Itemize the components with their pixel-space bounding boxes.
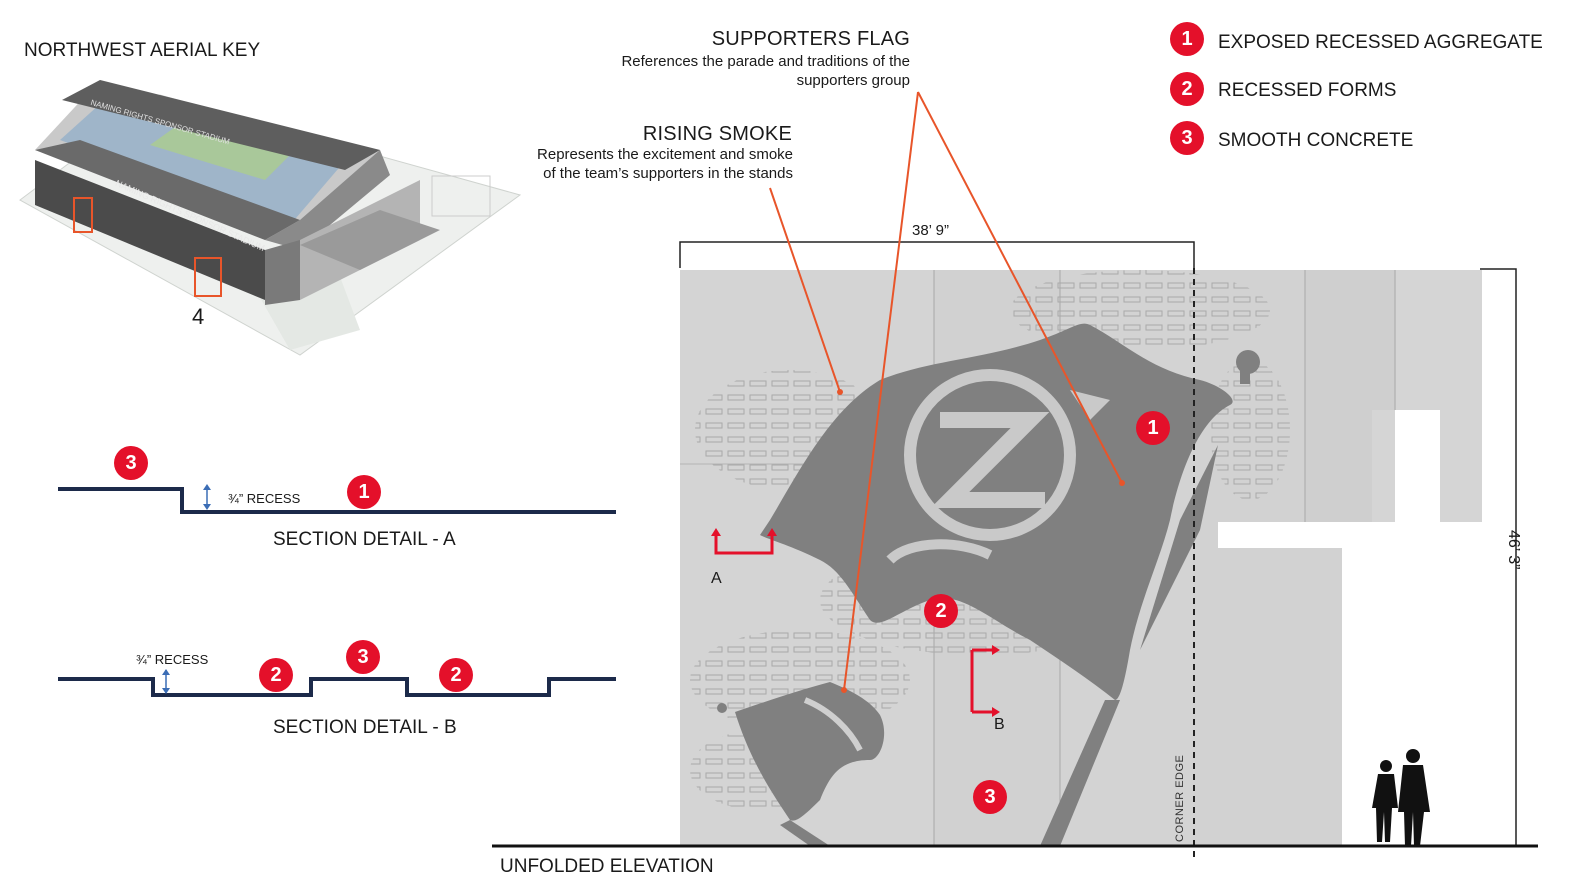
legend-badge-2: 2 [1170, 72, 1204, 106]
section-a-badge-1: 1 [347, 475, 381, 509]
section-b-recess: ¾” RECESS [136, 652, 209, 667]
elevation-badge-1: 1 [1136, 411, 1170, 445]
section-b-marker: B [994, 716, 1005, 733]
supporters-flag-title: SUPPORTERS FLAG [711, 28, 910, 50]
section-b-badge-2b: 2 [439, 658, 473, 692]
corner-edge-label: CORNER EDGE [1174, 754, 1186, 842]
elevation-badge-2: 2 [924, 594, 958, 628]
rising-smoke-title: RISING SMOKE [642, 123, 792, 145]
elevation-badge-3: 3 [973, 780, 1007, 814]
supporters-flag-small [717, 682, 885, 846]
height-dimension: 46’ 3” [1505, 530, 1522, 570]
supporters-flag-desc: References the parade and traditions of … [621, 53, 910, 89]
aerial-key-title: NORTHWEST AERIAL KEY [24, 40, 261, 61]
rising-smoke-desc: Represents the excitement and smoke of t… [537, 146, 793, 182]
elevation-title: UNFOLDED ELEVATION [500, 856, 714, 877]
legend-label-3: SMOOTH CONCRETE [1218, 130, 1414, 151]
legend-badge-3: 3 [1170, 121, 1204, 155]
section-a-badge-3: 3 [114, 446, 148, 480]
section-b-badge-2a: 2 [259, 658, 293, 692]
scale-figures [1372, 749, 1430, 846]
view-number: 4 [192, 304, 205, 329]
section-b-title: SECTION DETAIL - B [273, 717, 457, 738]
section-b-badge-3: 3 [346, 640, 380, 674]
legend-badge-1: 1 [1170, 22, 1204, 56]
section-a-marker: A [711, 570, 722, 587]
legend-label-2: RECESSED FORMS [1218, 80, 1397, 101]
section-a-recess: ¾” RECESS [228, 491, 301, 506]
width-dimension: 38’ 9” [912, 222, 949, 239]
section-a-title: SECTION DETAIL - A [273, 529, 456, 550]
legend-label-1: EXPOSED RECESSED AGGREGATE [1218, 32, 1543, 53]
